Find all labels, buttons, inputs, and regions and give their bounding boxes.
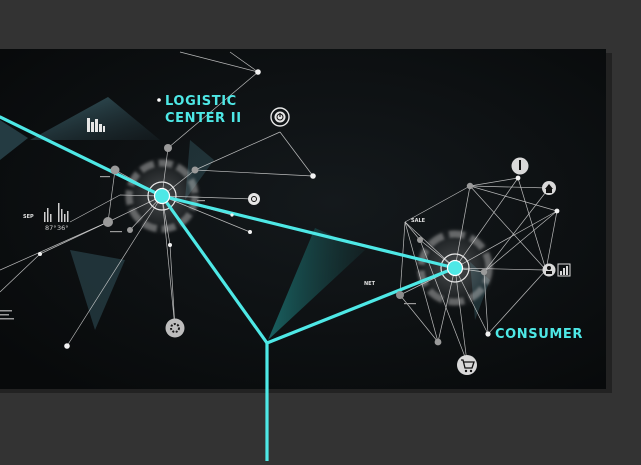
mini-bars	[44, 203, 69, 222]
badge-left: SEP	[23, 214, 34, 220]
consumer-label: CONSUMER	[495, 327, 583, 342]
logistic-label-line2: CENTER II	[165, 111, 242, 126]
micro-text	[0, 176, 416, 320]
badge-consumer: SALE	[411, 218, 426, 224]
network-nodes	[38, 69, 560, 349]
refresh-icon[interactable]	[248, 193, 260, 205]
logistic-label-line1: LOGISTIC	[165, 94, 237, 109]
triangle-decor-3	[70, 250, 125, 330]
cart-icon[interactable]	[457, 355, 477, 375]
home-icon[interactable]	[542, 181, 556, 195]
power-icon[interactable]	[270, 107, 290, 127]
main-route	[0, 115, 457, 463]
triangle-decor-1	[30, 97, 160, 140]
temp-b-label: 36°	[57, 224, 69, 232]
logistic-center-node[interactable]	[153, 187, 171, 205]
consumer-node[interactable]	[446, 259, 464, 277]
bar-chart-icon[interactable]	[86, 117, 106, 133]
label-marker	[157, 98, 161, 102]
badge-mid: NET	[364, 281, 376, 287]
gear-icon[interactable]	[165, 318, 185, 338]
info-icon[interactable]	[511, 157, 529, 175]
bar-chart-small-icon[interactable]	[557, 263, 571, 277]
triangle-decor-2	[0, 120, 28, 160]
temp-a-label: 87°	[45, 224, 57, 232]
person-icon[interactable]	[542, 263, 556, 277]
triangle-decor-4	[268, 228, 365, 340]
